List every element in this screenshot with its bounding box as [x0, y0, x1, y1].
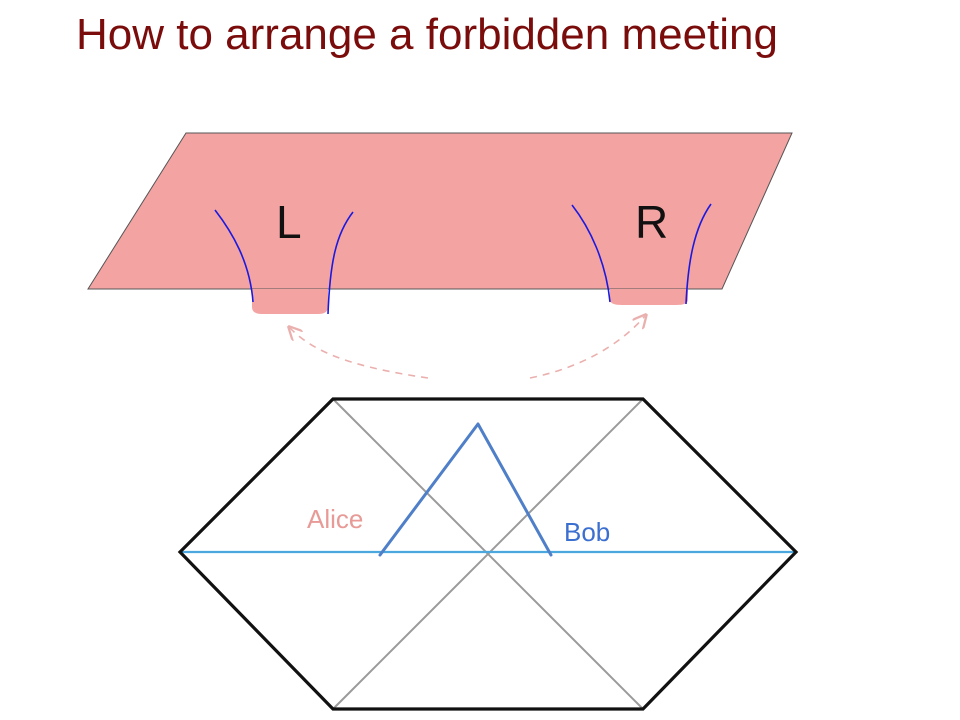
spatial-sheet [87, 132, 793, 290]
worldline-path [378, 422, 553, 557]
left-throat-line-inner [327, 211, 354, 315]
left-throat-line-outer [214, 209, 254, 303]
penrose-diagram-outline [177, 397, 799, 711]
arrow-to-left-mouth [290, 328, 429, 379]
bob-label: Bob [564, 517, 610, 547]
arrow-to-right-mouth [529, 316, 645, 379]
diagonal-line-2 [332, 398, 644, 710]
right-mouth-bulge [610, 289, 688, 305]
left-mouth-bulge [252, 289, 328, 314]
right-mouth-label: R [635, 196, 668, 248]
slide-title: How to arrange a forbidden meeting [76, 10, 778, 59]
alice-label: Alice [307, 504, 363, 534]
right-throat-line-inner [685, 203, 712, 305]
right-throat-line-outer [571, 204, 611, 303]
left-mouth-label: L [276, 196, 302, 248]
